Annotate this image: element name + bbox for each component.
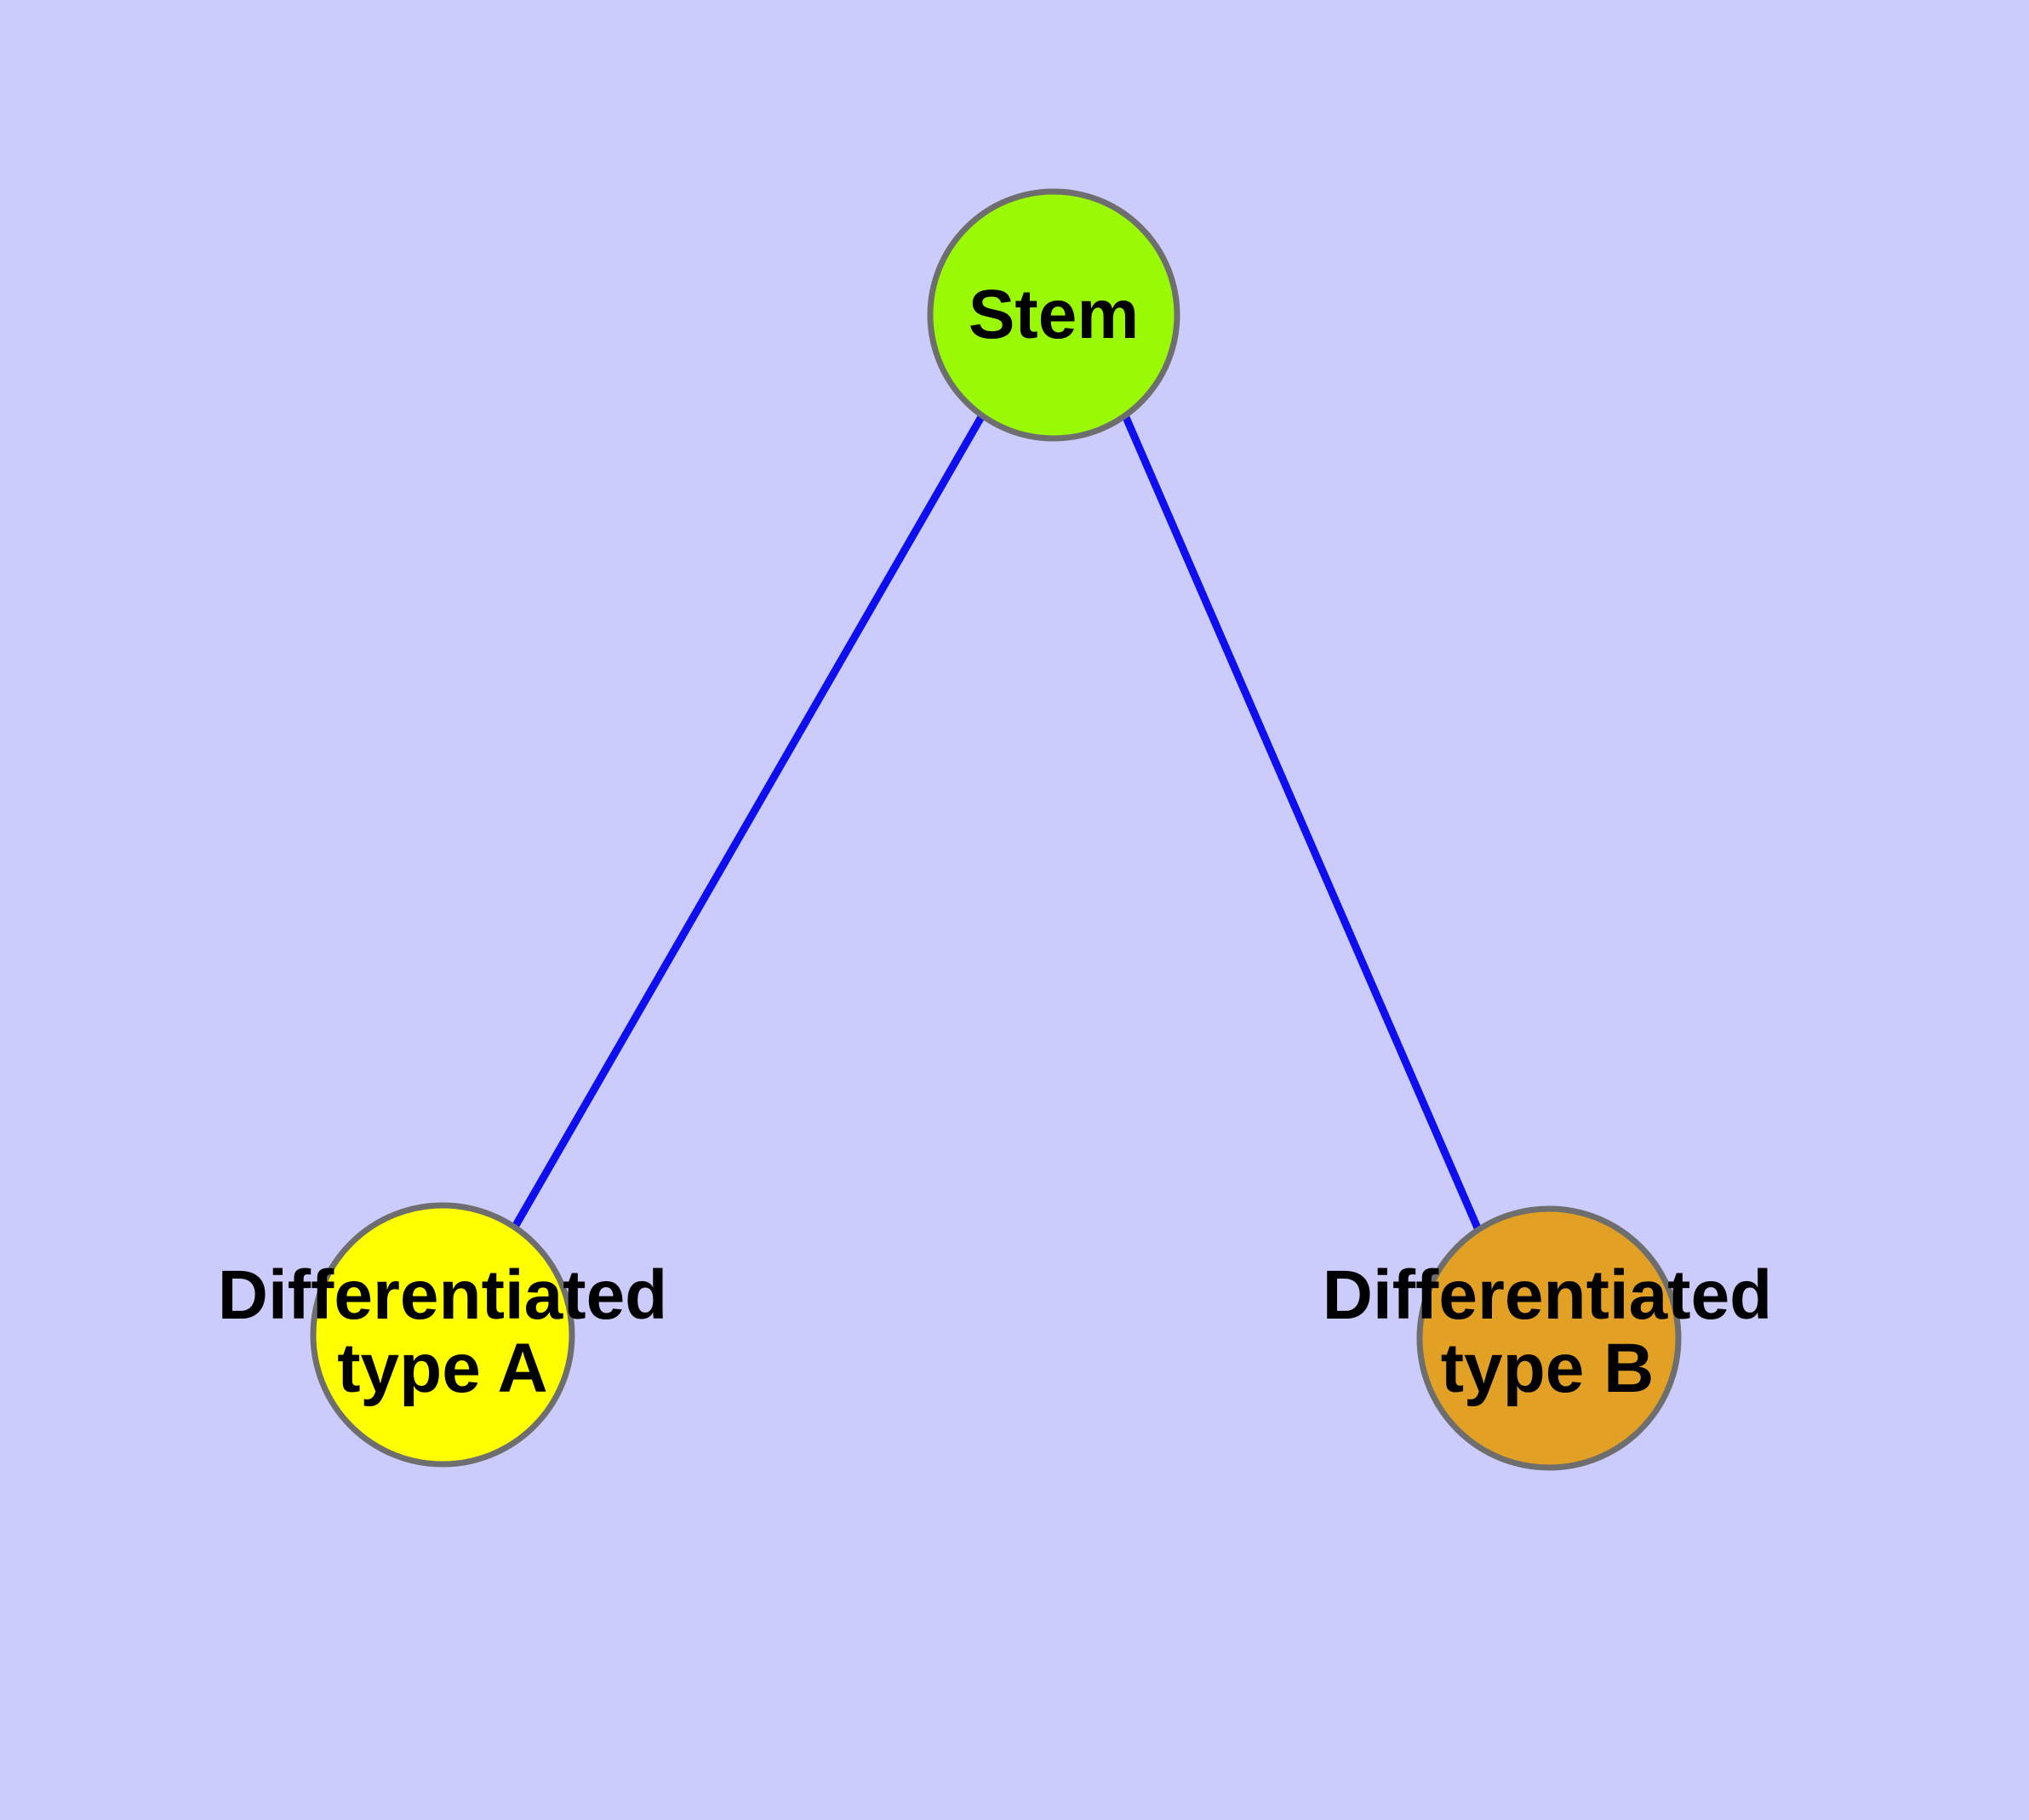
node-differentiated-type-a[interactable] [310,1202,575,1468]
node-differentiated-type-b[interactable] [1416,1205,1682,1471]
edge-stem-to-differentiated-type-b[interactable] [1121,414,1483,1233]
edge-stem-to-differentiated-type-a[interactable] [511,413,986,1231]
node-stem[interactable] [927,188,1180,442]
